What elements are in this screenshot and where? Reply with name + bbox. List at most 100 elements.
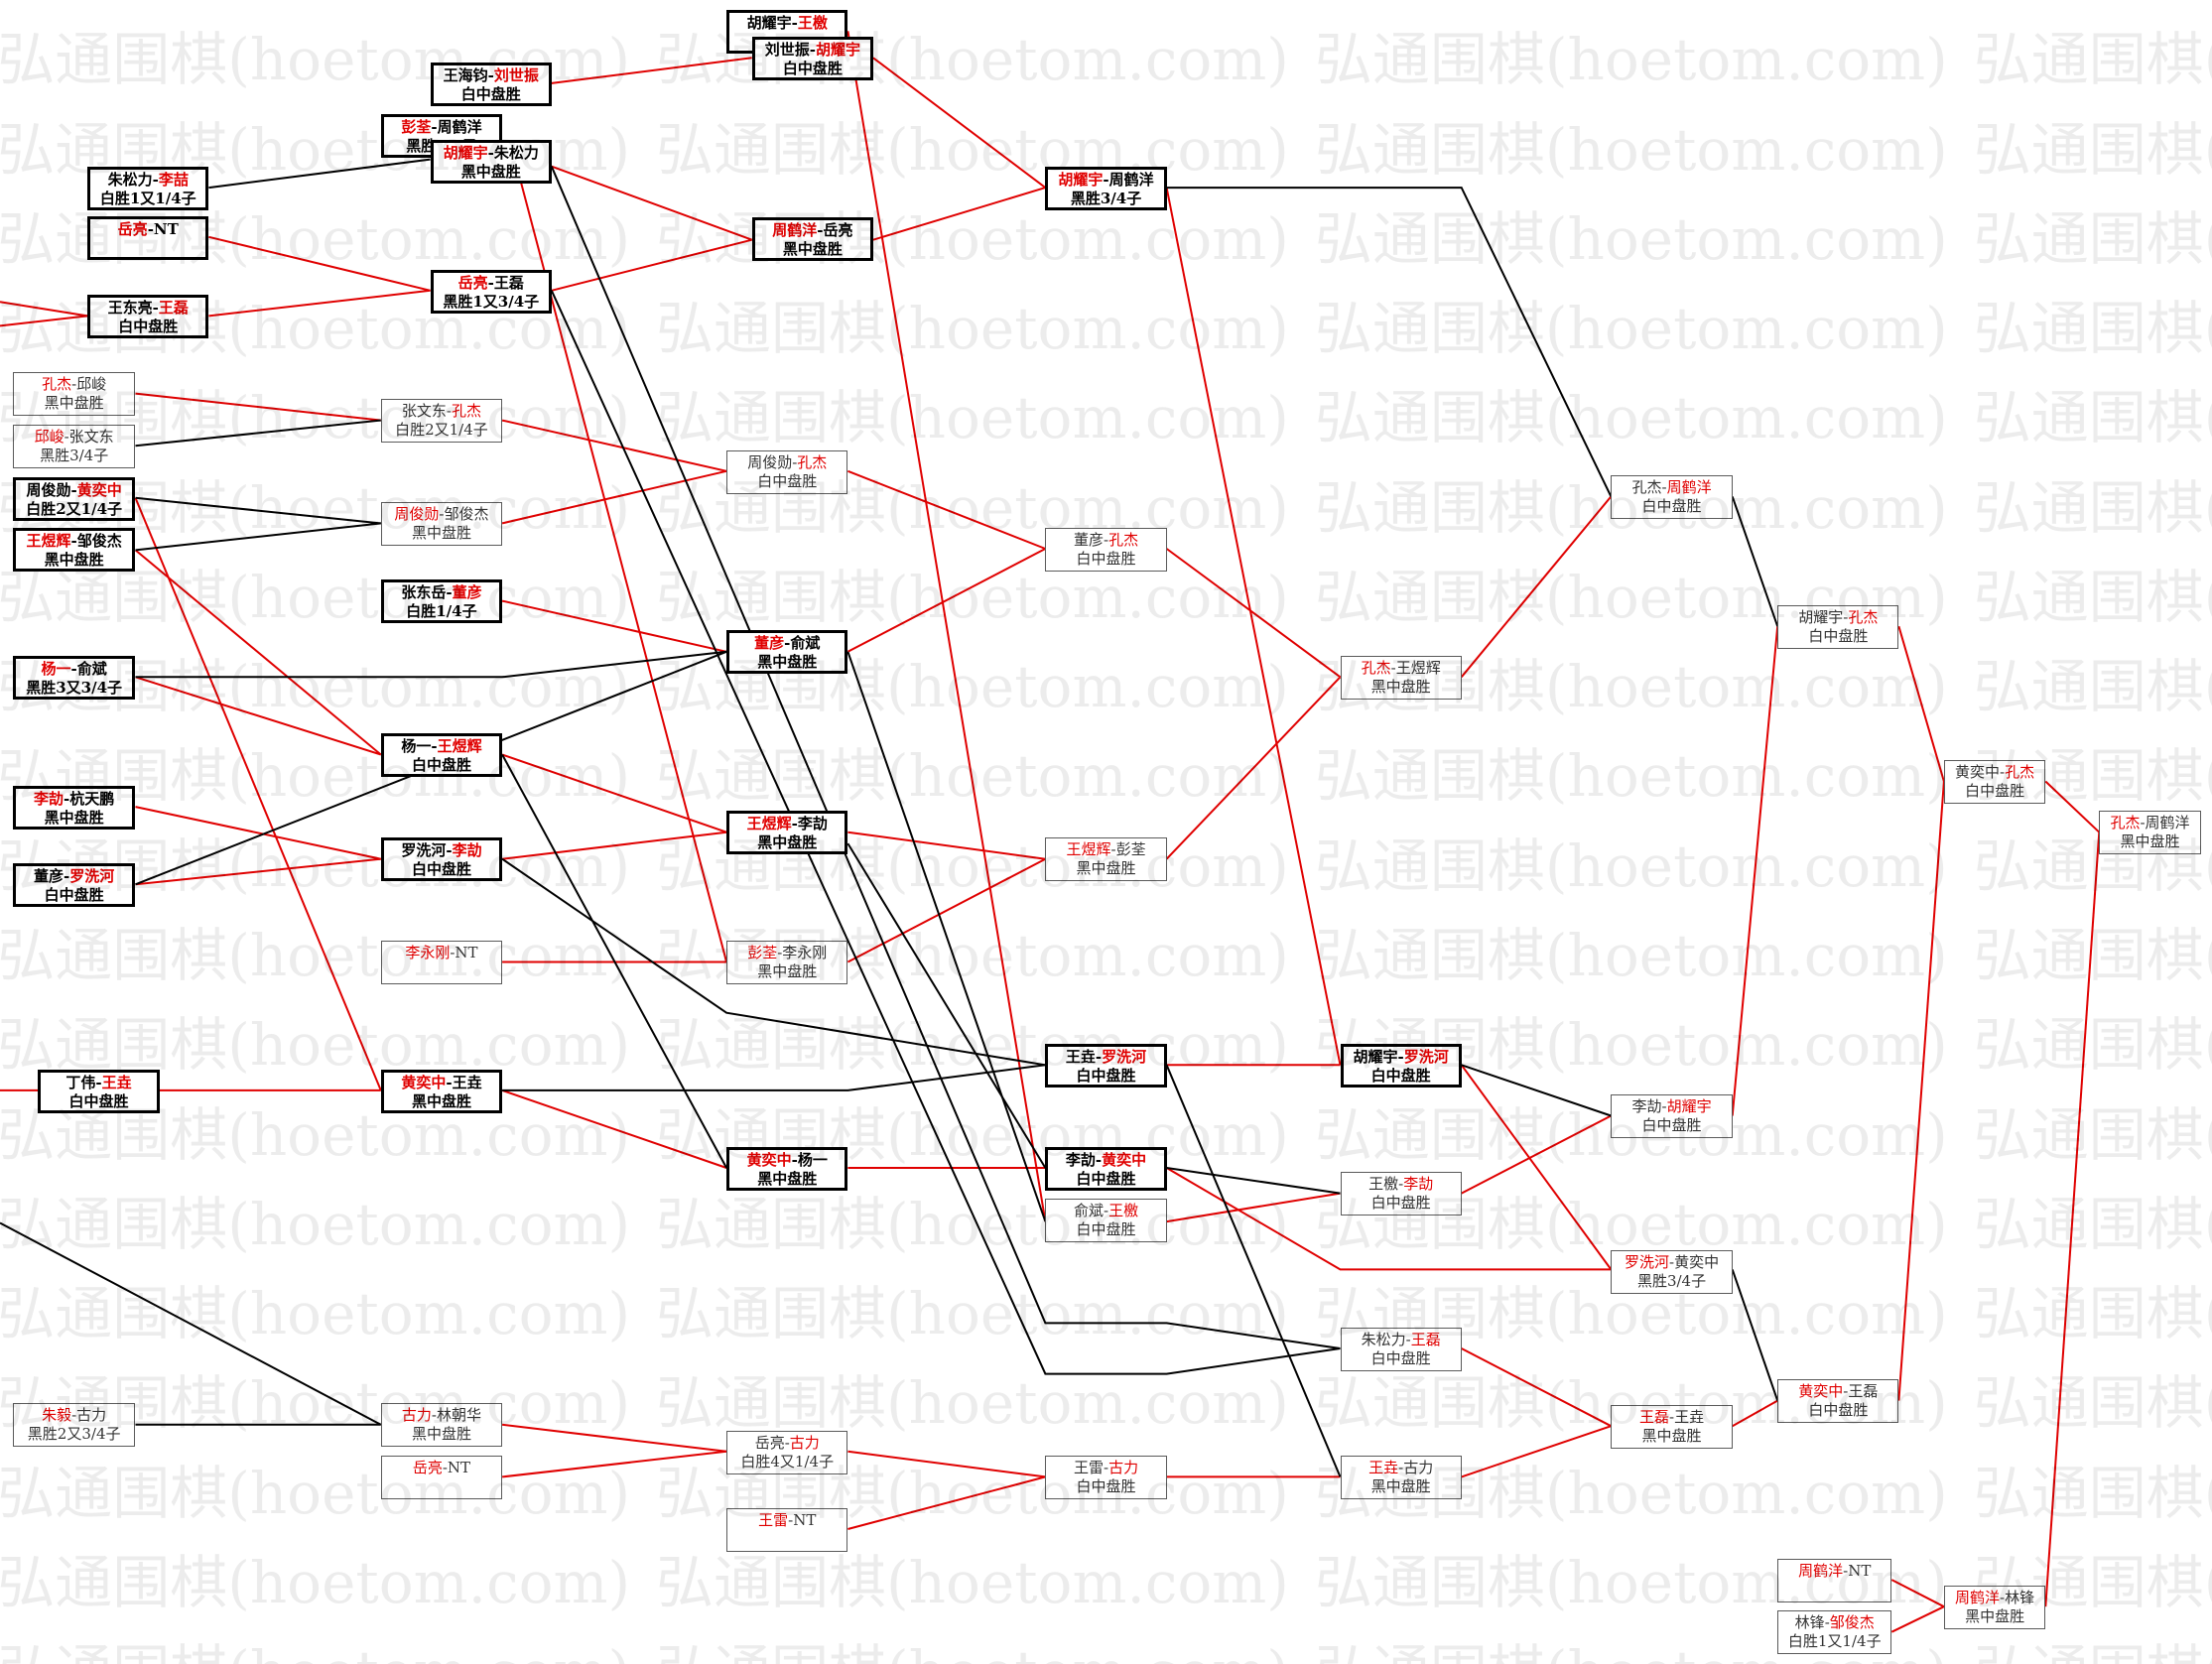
- match-box: 周鹤洋-林锋黑中盘胜: [1943, 1585, 2046, 1629]
- connector-line-red: [501, 831, 727, 860]
- player-name: 王雷: [758, 1510, 789, 1529]
- player-name: 胡耀宇: [1798, 607, 1844, 626]
- match-pairing: 罗洗河-黄奕中: [1612, 1253, 1731, 1272]
- player-name: 王檄: [797, 14, 828, 32]
- match-box: 李劼-杭天鹏黑中盘胜: [12, 785, 136, 830]
- player-name: 丁伟: [65, 1073, 96, 1091]
- match-result: 白胜1/4子: [406, 602, 477, 621]
- pairing-separator: -: [64, 867, 70, 885]
- match-box: 孔杰-周鹤洋白中盘胜: [1611, 475, 1733, 520]
- pairing-separator: -: [70, 531, 77, 550]
- pairing-separator: -: [1397, 1048, 1404, 1066]
- match-result: 黑中盘胜: [44, 394, 104, 413]
- player-name: 王檄: [1368, 1175, 1399, 1194]
- match-result: 白胜1又1/4子: [99, 189, 196, 207]
- connector-line-red: [551, 165, 753, 241]
- player-name: 李劼: [452, 841, 482, 860]
- player-name: 周俊勋: [747, 452, 793, 471]
- player-name: 王煜辉: [26, 531, 71, 550]
- player-name: 胡耀宇: [1058, 170, 1104, 189]
- match-box: 胡耀宇-孔杰白中盘胜: [1777, 604, 1899, 649]
- match-pairing: 胡耀宇-周鹤洋: [1048, 171, 1163, 190]
- player-name: 张文东: [401, 402, 447, 421]
- pairing-separator: -: [777, 944, 783, 962]
- player-name: 彭荃: [401, 118, 432, 137]
- connector-line-red: [1897, 781, 1945, 1401]
- match-result: 黑中盘胜: [411, 1091, 471, 1110]
- player-name: 王垚: [1065, 1048, 1096, 1066]
- connector-line-red: [501, 469, 727, 525]
- match-box: 岳亮-王磊黑胜1又3/4子: [430, 269, 552, 314]
- player-name: 李劼: [797, 815, 828, 833]
- match-pairing: 董彦-罗洗河: [16, 867, 133, 886]
- match-result: 白中盘胜: [1370, 1194, 1431, 1213]
- match-box: 王雷-NT: [726, 1507, 848, 1552]
- match-pairing: 王海钧-刘世振: [434, 66, 549, 85]
- match-result: 黑中盘胜: [411, 524, 471, 543]
- pairing-separator: -: [446, 402, 452, 421]
- match-pairing: 岳亮-NT: [90, 220, 205, 239]
- player-name: 邹俊杰: [444, 505, 489, 524]
- match-pairing: 张文东-孔杰: [382, 402, 501, 421]
- player-name: 孔杰: [42, 375, 72, 394]
- pairing-separator: -: [431, 118, 438, 137]
- match-pairing: 王煜辉-李劼: [729, 815, 845, 833]
- pairing-separator: -: [70, 660, 77, 678]
- pairing-separator: -: [784, 1433, 790, 1452]
- match-pairing: 古力-林朝华: [382, 1406, 501, 1425]
- match-box: 王煜辉-邹俊杰黑中盘胜: [12, 527, 136, 572]
- match-pairing: 刘世振-胡耀宇: [755, 41, 870, 60]
- match-result: 白中盘胜: [1965, 782, 2025, 801]
- connector-line-red: [847, 469, 1046, 550]
- connector-line-red: [134, 497, 382, 1091]
- pairing-separator: -: [1104, 1459, 1109, 1476]
- match-box: 孔杰-周鹤洋黑中盘胜: [2099, 811, 2201, 855]
- player-name: 杭天鹏: [69, 789, 115, 808]
- connector-line-black: [1461, 1064, 1612, 1117]
- player-name: 胡耀宇: [1666, 1097, 1712, 1116]
- player-name: 李喆: [158, 170, 189, 189]
- connector-line-red: [846, 31, 1047, 1222]
- match-pairing: 李永刚-NT: [382, 944, 501, 962]
- pairing-separator: -: [1095, 1048, 1103, 1066]
- connector-line-black: [502, 1064, 1046, 1091]
- match-result: 黑中盘胜: [757, 653, 818, 672]
- connector-line-red: [501, 1450, 727, 1478]
- player-name: 王垚: [452, 1073, 482, 1091]
- match-pairing: 王雷-NT: [727, 1511, 846, 1530]
- connector-line-red: [1165, 676, 1342, 860]
- player-name: 古力: [1108, 1459, 1139, 1476]
- match-pairing: 周鹤洋-岳亮: [755, 221, 870, 240]
- match-result: 白中盘胜: [1808, 1401, 1869, 1420]
- player-name: 杨一: [401, 737, 432, 756]
- connector-line-red: [135, 392, 381, 422]
- connector-line-red: [135, 676, 382, 756]
- pairing-separator: -: [791, 815, 798, 833]
- player-name: 李永刚: [405, 944, 451, 962]
- match-pairing: 林锋-邹俊杰: [1778, 1613, 1890, 1632]
- match-pairing: 李劼-黄奕中: [1048, 1151, 1163, 1170]
- match-box: 胡耀宇-罗洗河白中盘胜: [1340, 1044, 1462, 1088]
- connector-line-red: [1460, 1064, 1613, 1270]
- match-box: 周鹤洋-岳亮黑中盘胜: [751, 216, 873, 261]
- pairing-separator: -: [1095, 1150, 1103, 1169]
- player-name: 罗洗河: [69, 867, 115, 885]
- match-pairing: 彭荃-周鹤洋: [384, 118, 499, 137]
- connector-line-red: [846, 857, 1046, 963]
- match-box: 岳亮-NT: [87, 215, 209, 260]
- player-name: 俞斌: [790, 634, 821, 653]
- player-name: 孔杰: [1631, 478, 1662, 497]
- player-name: 胡耀宇: [815, 41, 860, 59]
- pairing-separator: -: [64, 427, 69, 446]
- pairing-separator: -: [1405, 1330, 1411, 1348]
- connector-line-red: [1731, 626, 1779, 1116]
- match-result: 白中盘胜: [411, 860, 471, 879]
- connector-line-black: [208, 158, 431, 190]
- match-result: 黑中盘胜: [757, 833, 818, 852]
- match-box: 黄奕中-孔杰白中盘胜: [1943, 760, 2046, 805]
- match-result: 黑胜3又3/4子: [26, 679, 123, 697]
- match-result: 黑中盘胜: [2120, 832, 2180, 851]
- player-name: 邱峻: [76, 375, 107, 394]
- pairing-separator: -: [446, 1073, 453, 1091]
- player-name: 董彦: [452, 583, 482, 602]
